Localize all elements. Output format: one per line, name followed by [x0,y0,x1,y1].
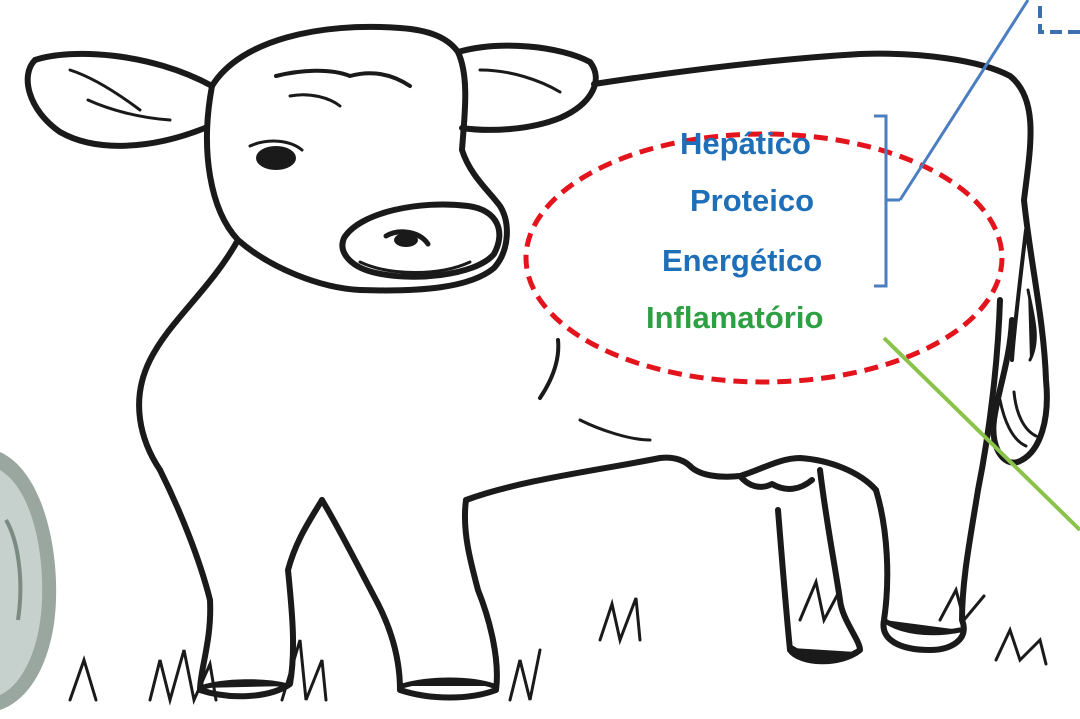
bracket [874,116,900,286]
label-inflamatorio: Inflamatório [646,300,823,336]
calf-front-leg-right [322,500,497,698]
left-edge-photo [0,452,56,710]
calf-head [207,27,507,291]
callout-box-corner [1040,6,1080,32]
label-proteico: Proteico [690,183,814,219]
label-energetico: Energético [662,243,822,279]
calf-underside [466,458,660,500]
green-connector-line [884,338,1080,530]
calf-eye [256,146,296,170]
calf-chest [139,240,238,470]
calf-back [594,54,1031,200]
calf-right-ear [458,46,596,130]
calf-hind-leg-2 [778,470,860,661]
blue-connector-line [900,0,1028,200]
calf-front-leg-left [160,470,322,696]
label-hepatico: Hepático [680,126,811,162]
calf-left-ear [28,54,212,146]
